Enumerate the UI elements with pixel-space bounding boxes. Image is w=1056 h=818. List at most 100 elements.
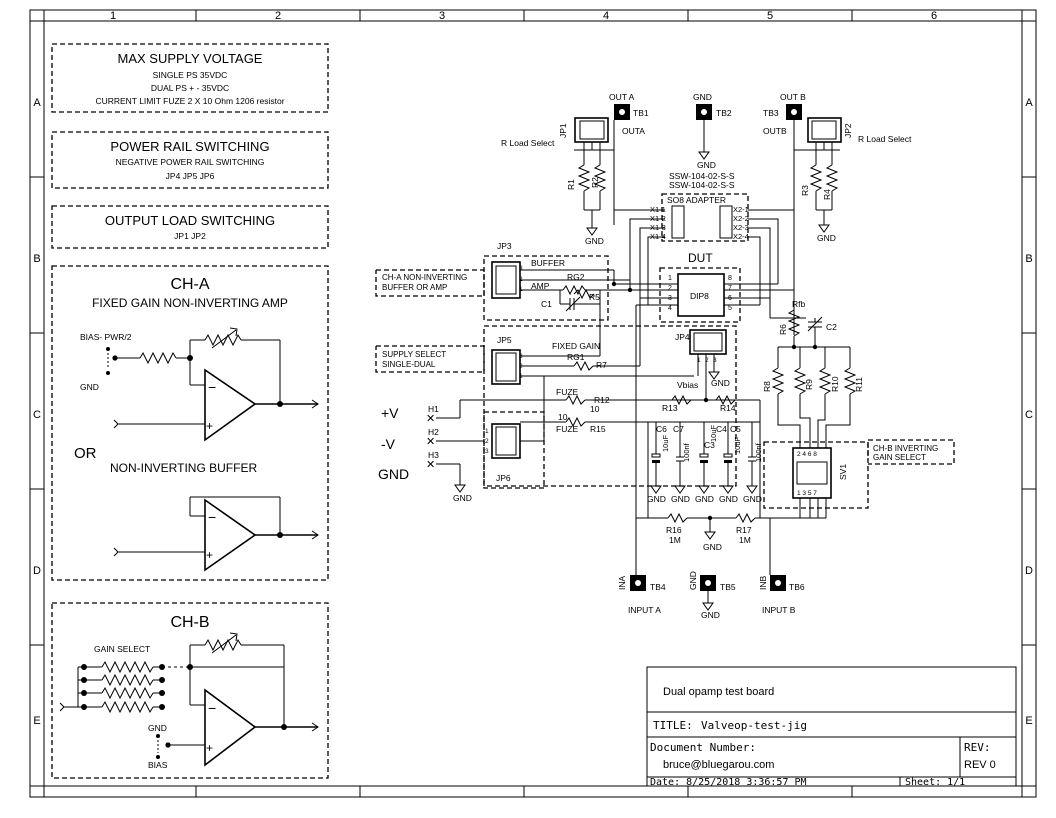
svg-text:−: − xyxy=(208,700,216,716)
grid-columns: 1 2 3 4 5 6 xyxy=(110,10,937,797)
gnd-r1r2: GND xyxy=(585,236,604,246)
gnd-c5: GND xyxy=(743,494,762,504)
title-block: Dual opamp test board TITLE: Valveop-tes… xyxy=(646,666,1017,788)
c4-value: 10uF xyxy=(733,436,742,454)
minus-v-label: -V xyxy=(381,436,396,452)
svg-text:1: 1 xyxy=(668,275,672,282)
svg-text:✕: ✕ xyxy=(426,413,435,425)
row-label-e-right: E xyxy=(1025,715,1032,727)
chb-bias-label: BIAS xyxy=(148,760,168,770)
svg-text:2 4 6 8: 2 4 6 8 xyxy=(797,451,817,458)
svg-text:1: 1 xyxy=(697,357,701,364)
rload-b-label: R Load Select xyxy=(858,134,912,144)
col-label-5: 5 xyxy=(767,10,773,22)
svg-text:2: 2 xyxy=(485,438,489,445)
title-value: Valveop-test-jig xyxy=(701,719,807,732)
r16-label: R16 xyxy=(666,525,682,535)
r16-value: 1M xyxy=(669,535,681,545)
row-label-b-right: B xyxy=(1025,253,1032,265)
board-name: Dual opamp test board xyxy=(663,686,774,698)
gnd-c4: GND xyxy=(719,494,738,504)
note-supply-line2: DUAL PS + - 35VDC xyxy=(151,83,229,93)
gnd-h3: GND xyxy=(453,493,472,503)
dut-label: DUT xyxy=(688,251,713,265)
r12-label: R12 xyxy=(594,395,610,405)
r13-label: R13 xyxy=(662,403,678,413)
svg-text:1: 1 xyxy=(485,428,489,435)
chb-gain-resistors xyxy=(59,660,190,714)
row-label-d-right: D xyxy=(1025,565,1033,577)
tb3-label: TB3 xyxy=(763,108,779,118)
gnd-c1: GND xyxy=(647,494,666,504)
col-label-2: 2 xyxy=(275,10,281,22)
grid-rows: A B C D E A B C D E xyxy=(30,97,1036,727)
tb1-side: OUTA xyxy=(622,126,645,136)
gnd-tb5: GND xyxy=(701,610,720,620)
jp3-amp: AMP xyxy=(531,281,550,291)
h1-label: H1 xyxy=(428,404,439,414)
chb-gain-select-label: GAIN SELECT xyxy=(94,644,150,654)
supply-box-line2: SINGLE-DUAL xyxy=(382,360,436,369)
c2-label: C2 xyxy=(826,322,837,332)
rg1-label: RG1 xyxy=(567,352,585,362)
r1-label: R1 xyxy=(566,179,576,190)
svg-text:−: − xyxy=(208,509,216,525)
tb3-side: OUTB xyxy=(763,126,787,136)
dut-box xyxy=(659,267,741,323)
svg-text:5: 5 xyxy=(728,305,732,312)
x2-1: X2-1 xyxy=(733,205,749,214)
svg-text:✕: ✕ xyxy=(426,436,435,448)
row-label-b-left: B xyxy=(33,253,40,265)
cha-opamp-plus: + xyxy=(206,419,213,433)
c5-label: C5 xyxy=(730,424,741,434)
rg2-label: RG2 xyxy=(567,272,585,282)
jp6-label: JP6 xyxy=(496,473,511,483)
r14-label: R14 xyxy=(720,403,736,413)
jp3-buffer: BUFFER xyxy=(531,258,565,268)
jp4-label: JP4 xyxy=(675,332,690,342)
row-label-e-left: E xyxy=(33,715,40,727)
note-rail-line1: NEGATIVE POWER RAIL SWITCHING xyxy=(116,157,265,167)
h3-label: H3 xyxy=(428,450,439,460)
r6-label: R6 xyxy=(778,324,788,335)
jp1-label: JP1 xyxy=(558,123,568,138)
c5-value: 100nf xyxy=(754,442,763,462)
cha-bias-label: BIAS- PWR/2 xyxy=(80,332,132,342)
r3-label: R3 xyxy=(800,185,810,196)
svg-text:1 3 5 7: 1 3 5 7 xyxy=(797,490,817,497)
gnd-r3r4: GND xyxy=(817,233,836,243)
capacitor-bank: C6 10uF C7 100nf C3 10uF C4 10uF xyxy=(647,422,763,504)
note-supply-line3: CURRENT LIMIT FUZE 2 X 10 Ohm 1206 resis… xyxy=(95,96,284,106)
tb5-label: TB5 xyxy=(720,582,736,592)
rev-value: REV 0 xyxy=(964,759,996,771)
cha-subtitle: FIXED GAIN NON-INVERTING AMP xyxy=(92,296,288,310)
chb-box-line1: CH-B INVERTING xyxy=(873,444,938,453)
svg-text:✕: ✕ xyxy=(426,459,435,471)
tb2-top: GND xyxy=(693,92,712,102)
gnd-big-label: GND xyxy=(378,466,409,482)
r9-label: R9 xyxy=(804,379,814,390)
c7-label: C7 xyxy=(673,424,684,434)
fuze1-label: FUZE xyxy=(556,387,579,397)
x2-4: X2-4 xyxy=(733,232,749,241)
tb6-label: TB6 xyxy=(789,582,805,592)
note-power-rail: POWER RAIL SWITCHING NEGATIVE POWER RAIL… xyxy=(51,131,329,189)
sheet-label: Sheet: 1/1 xyxy=(905,777,965,788)
c6-value: 10uF xyxy=(661,434,670,452)
ten1-label: 10 xyxy=(590,404,600,414)
r7-label: R7 xyxy=(596,360,607,370)
svg-text:+: + xyxy=(206,548,213,562)
row-label-c-right: C xyxy=(1025,409,1033,421)
c1-label: C1 xyxy=(541,299,552,309)
note-load-title: OUTPUT LOAD SWITCHING xyxy=(105,213,275,228)
jp3-label: JP3 xyxy=(497,241,512,251)
ten2-label: 10 xyxy=(558,412,568,422)
chb-gnd-label: GND xyxy=(148,723,167,733)
tb1-top: OUT A xyxy=(609,92,635,102)
so8-label: SO8 ADAPTER xyxy=(667,195,726,205)
note-rail-line2: JP4 JP5 JP6 xyxy=(166,171,215,181)
jp4-header xyxy=(689,329,727,355)
cha-title: CH-A xyxy=(170,276,209,293)
svg-text:3: 3 xyxy=(519,265,523,272)
input-a-label: INPUT A xyxy=(628,605,661,615)
